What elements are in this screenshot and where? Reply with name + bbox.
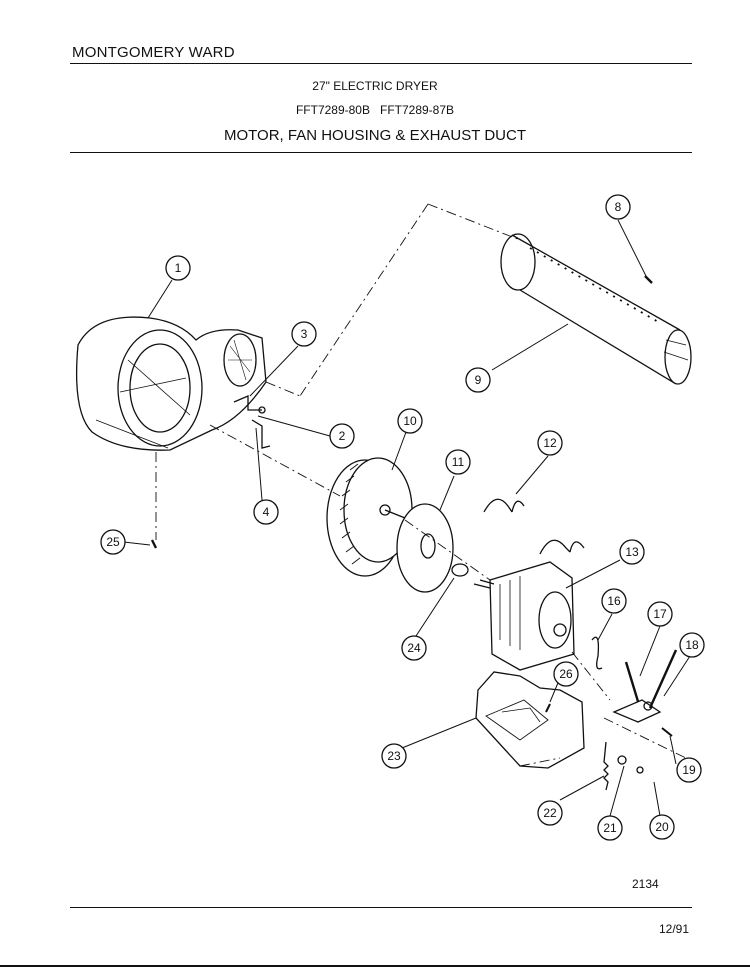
seal-plate — [396, 503, 469, 593]
footer-rule — [70, 907, 692, 908]
callout-8: 8 — [615, 200, 622, 214]
callout-25: 25 — [106, 535, 120, 549]
callout-12: 12 — [543, 436, 557, 450]
blower-wheel — [326, 457, 413, 577]
title-line-1: 27" ELECTRIC DRYER — [312, 79, 438, 93]
drawing-number: 2134 — [632, 877, 659, 891]
spring-and-hardware — [150, 539, 673, 791]
page-bottom-rule — [0, 965, 750, 967]
callout-26: 26 — [559, 667, 573, 681]
callout-24: 24 — [407, 641, 421, 655]
motor — [473, 561, 575, 671]
callout-4: 4 — [263, 505, 270, 519]
callout-21: 21 — [603, 821, 617, 835]
header-rule-bottom — [70, 152, 692, 153]
fan-bracket — [233, 395, 271, 449]
fan-housing — [75, 316, 267, 451]
callout-3: 3 — [301, 327, 308, 341]
title-line-2: FFT7289-80B FFT7289-87B — [295, 103, 455, 117]
screw-8 — [644, 275, 653, 284]
callout-18: 18 — [685, 638, 699, 652]
callout-1: 1 — [175, 261, 182, 275]
motor-clamps — [483, 498, 585, 555]
callout-19: 19 — [682, 763, 696, 777]
callout-22: 22 — [543, 806, 557, 820]
brand-name: MONTGOMERY WARD — [72, 44, 235, 61]
callout-16: 16 — [607, 594, 621, 608]
callout-10: 10 — [403, 414, 417, 428]
callout-20: 20 — [655, 820, 669, 834]
callout-9: 9 — [475, 373, 482, 387]
callout-23: 23 — [387, 749, 401, 763]
callout-2: 2 — [339, 429, 346, 443]
header-rule-top — [70, 63, 692, 64]
motor-mount — [475, 671, 585, 769]
switch-assembly — [591, 636, 678, 723]
callout-13: 13 — [625, 545, 639, 559]
revision-date: 12/91 — [659, 922, 690, 936]
callout-17: 17 — [653, 607, 667, 621]
title-line-3: MOTOR, FAN HOUSING & EXHAUST DUCT — [224, 127, 526, 144]
exhaust-duct — [500, 233, 692, 385]
callout-11: 11 — [452, 455, 465, 469]
